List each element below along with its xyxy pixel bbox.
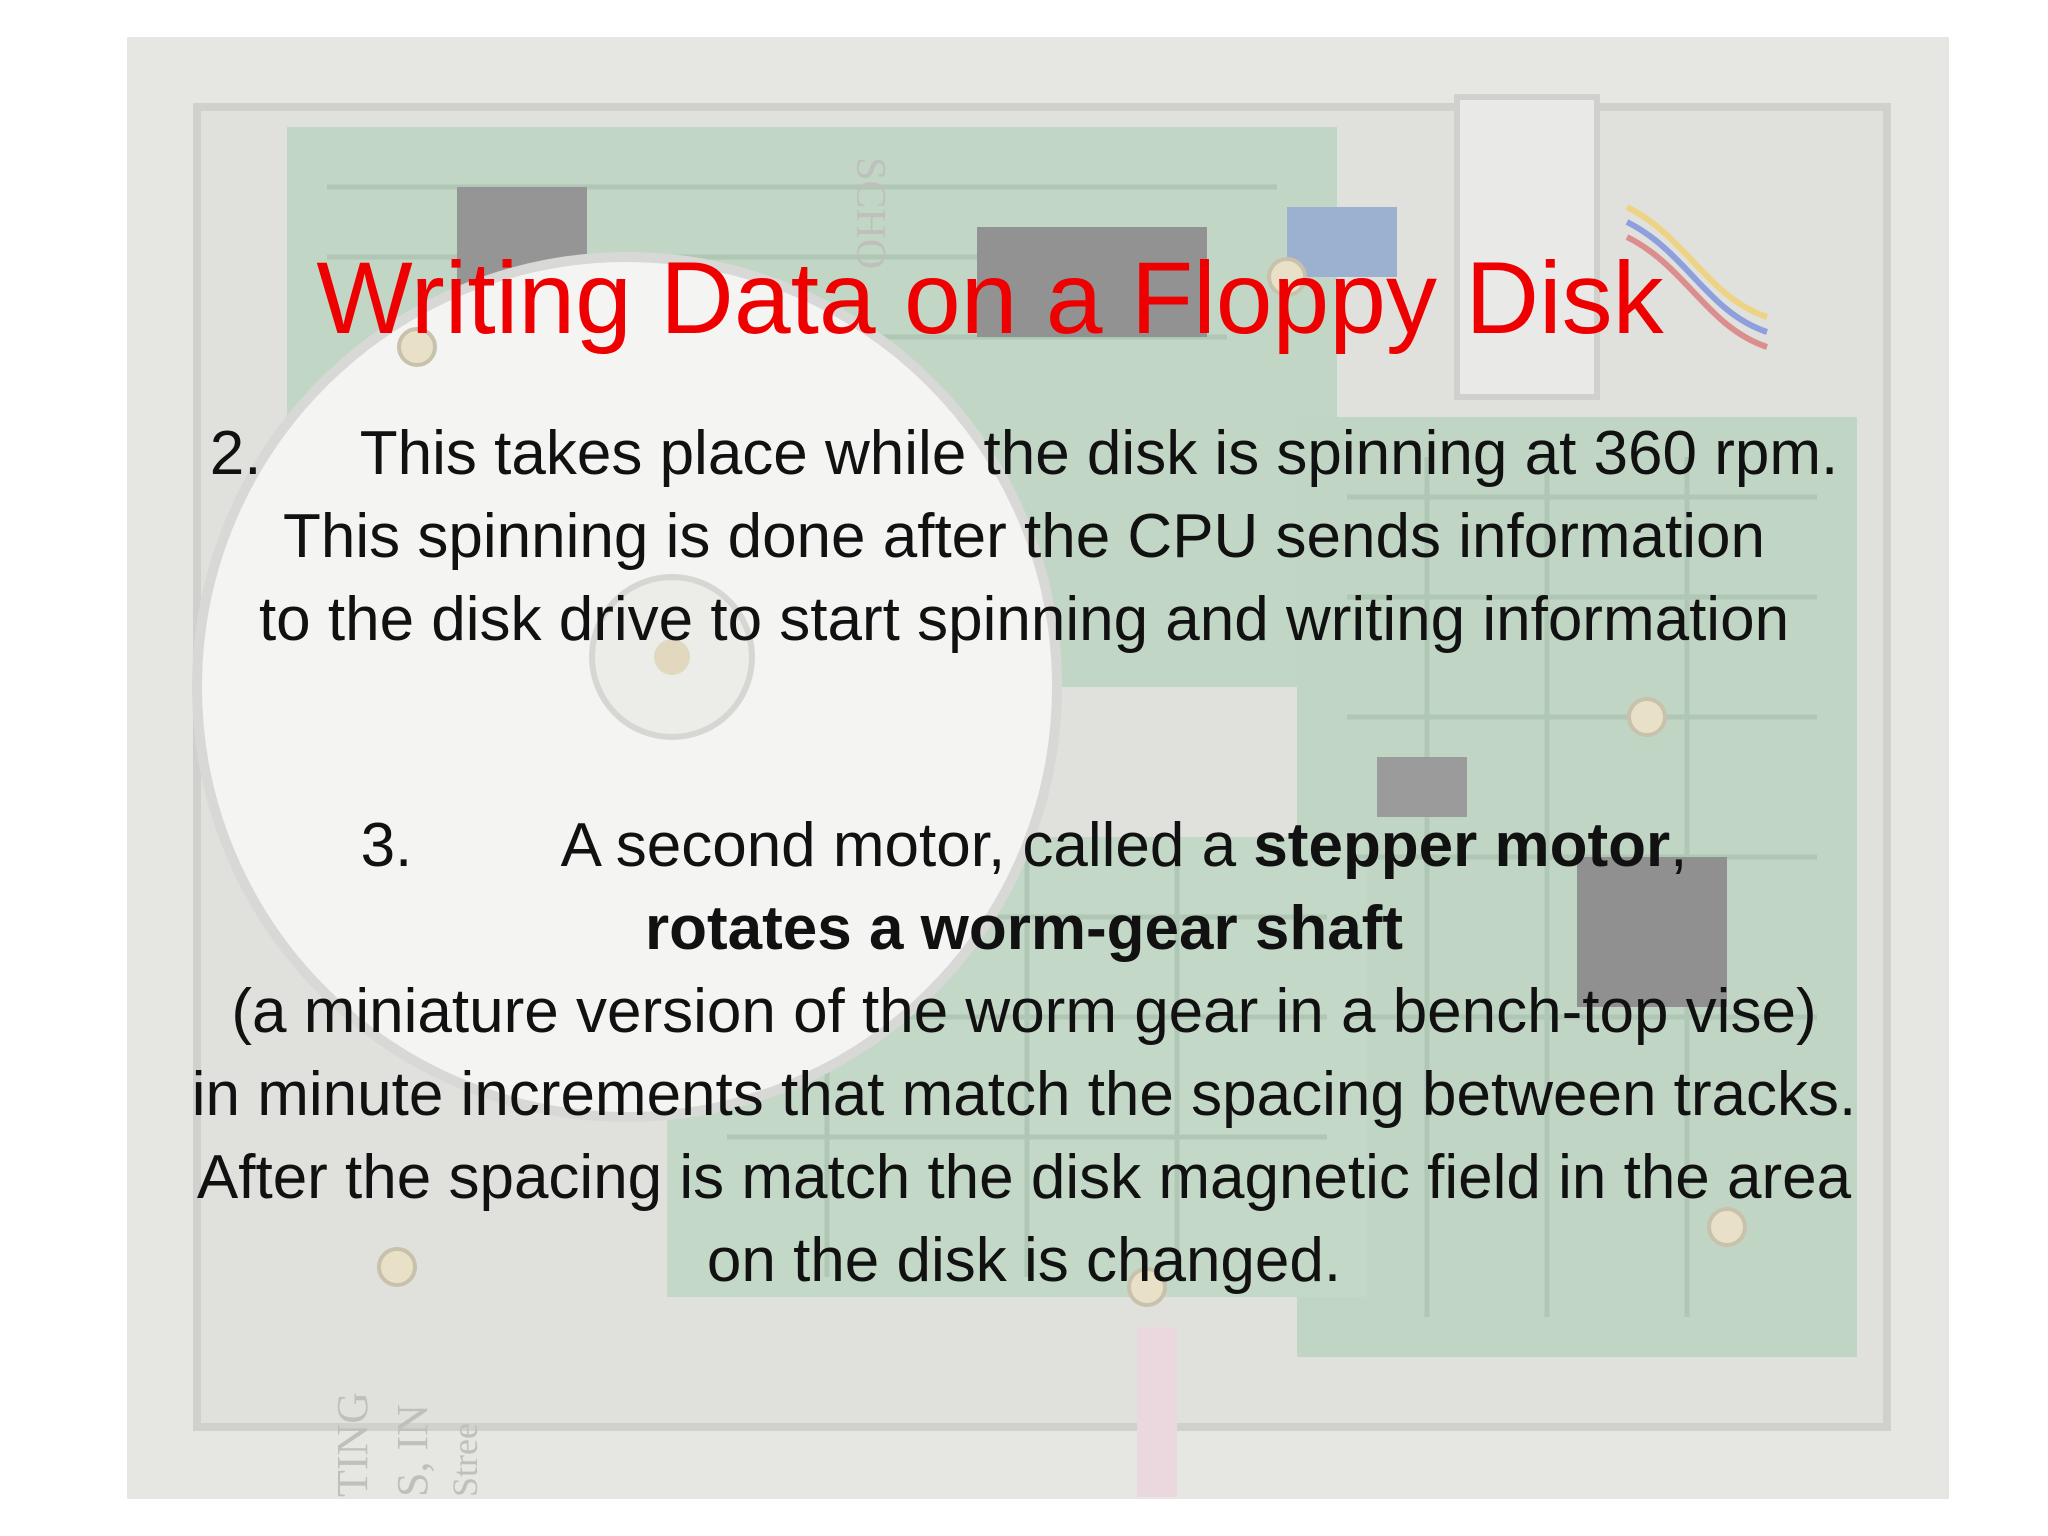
point-3: 3. A second motor, called a stepper motor… bbox=[0, 804, 2048, 1302]
point-3-text-1-post: , bbox=[1670, 811, 1688, 880]
point-2-line-2: This spinning is done after the CPU send… bbox=[283, 502, 1765, 571]
point-2-line-3: to the disk drive to start spinning and … bbox=[258, 585, 1790, 654]
floppy-drive-background-photo: SCHO TING S, IN Stree bbox=[127, 37, 1949, 1499]
point-2-line-1: 2. This takes place while the disk is spi… bbox=[0, 412, 2048, 495]
photo-fade-overlay bbox=[127, 37, 1949, 1499]
point-2-text-1: This takes place while the disk is spinn… bbox=[359, 419, 1839, 488]
point-3-line-6: on the disk is changed. bbox=[706, 1226, 1342, 1295]
point-3-line-1: 3. A second motor, called a stepper motor… bbox=[0, 804, 2048, 887]
point-3-line-5: After the spacing is match the disk magn… bbox=[196, 1143, 1852, 1212]
floppy-drive-illustration: SCHO TING S, IN Stree bbox=[127, 37, 1949, 1499]
background-text-bottom-2: S, IN bbox=[388, 1404, 437, 1497]
background-text-bottom-3: Stree bbox=[445, 1423, 485, 1497]
point-3-line-3: (a miniature version of the worm gear in… bbox=[231, 977, 1817, 1046]
point-3-text-1-pre: A second motor, called a bbox=[560, 811, 1254, 880]
stepper-motor-term: stepper motor bbox=[1253, 811, 1671, 880]
point-3-number: 3. bbox=[360, 811, 413, 880]
background-text-top: SCHO bbox=[847, 157, 893, 269]
point-3-line-4: in minute increments that match the spac… bbox=[191, 1060, 1857, 1129]
point-3-line-2: rotates a worm-gear shaft bbox=[0, 887, 2048, 970]
slide-title: Writing Data on a Floppy Disk bbox=[316, 241, 1664, 355]
point-2-number: 2. bbox=[209, 419, 262, 488]
background-text-bottom-1: TING bbox=[328, 1392, 377, 1497]
worm-gear-term: rotates a worm-gear shaft bbox=[645, 894, 1403, 963]
point-2: 2. This takes place while the disk is spi… bbox=[0, 412, 2048, 661]
